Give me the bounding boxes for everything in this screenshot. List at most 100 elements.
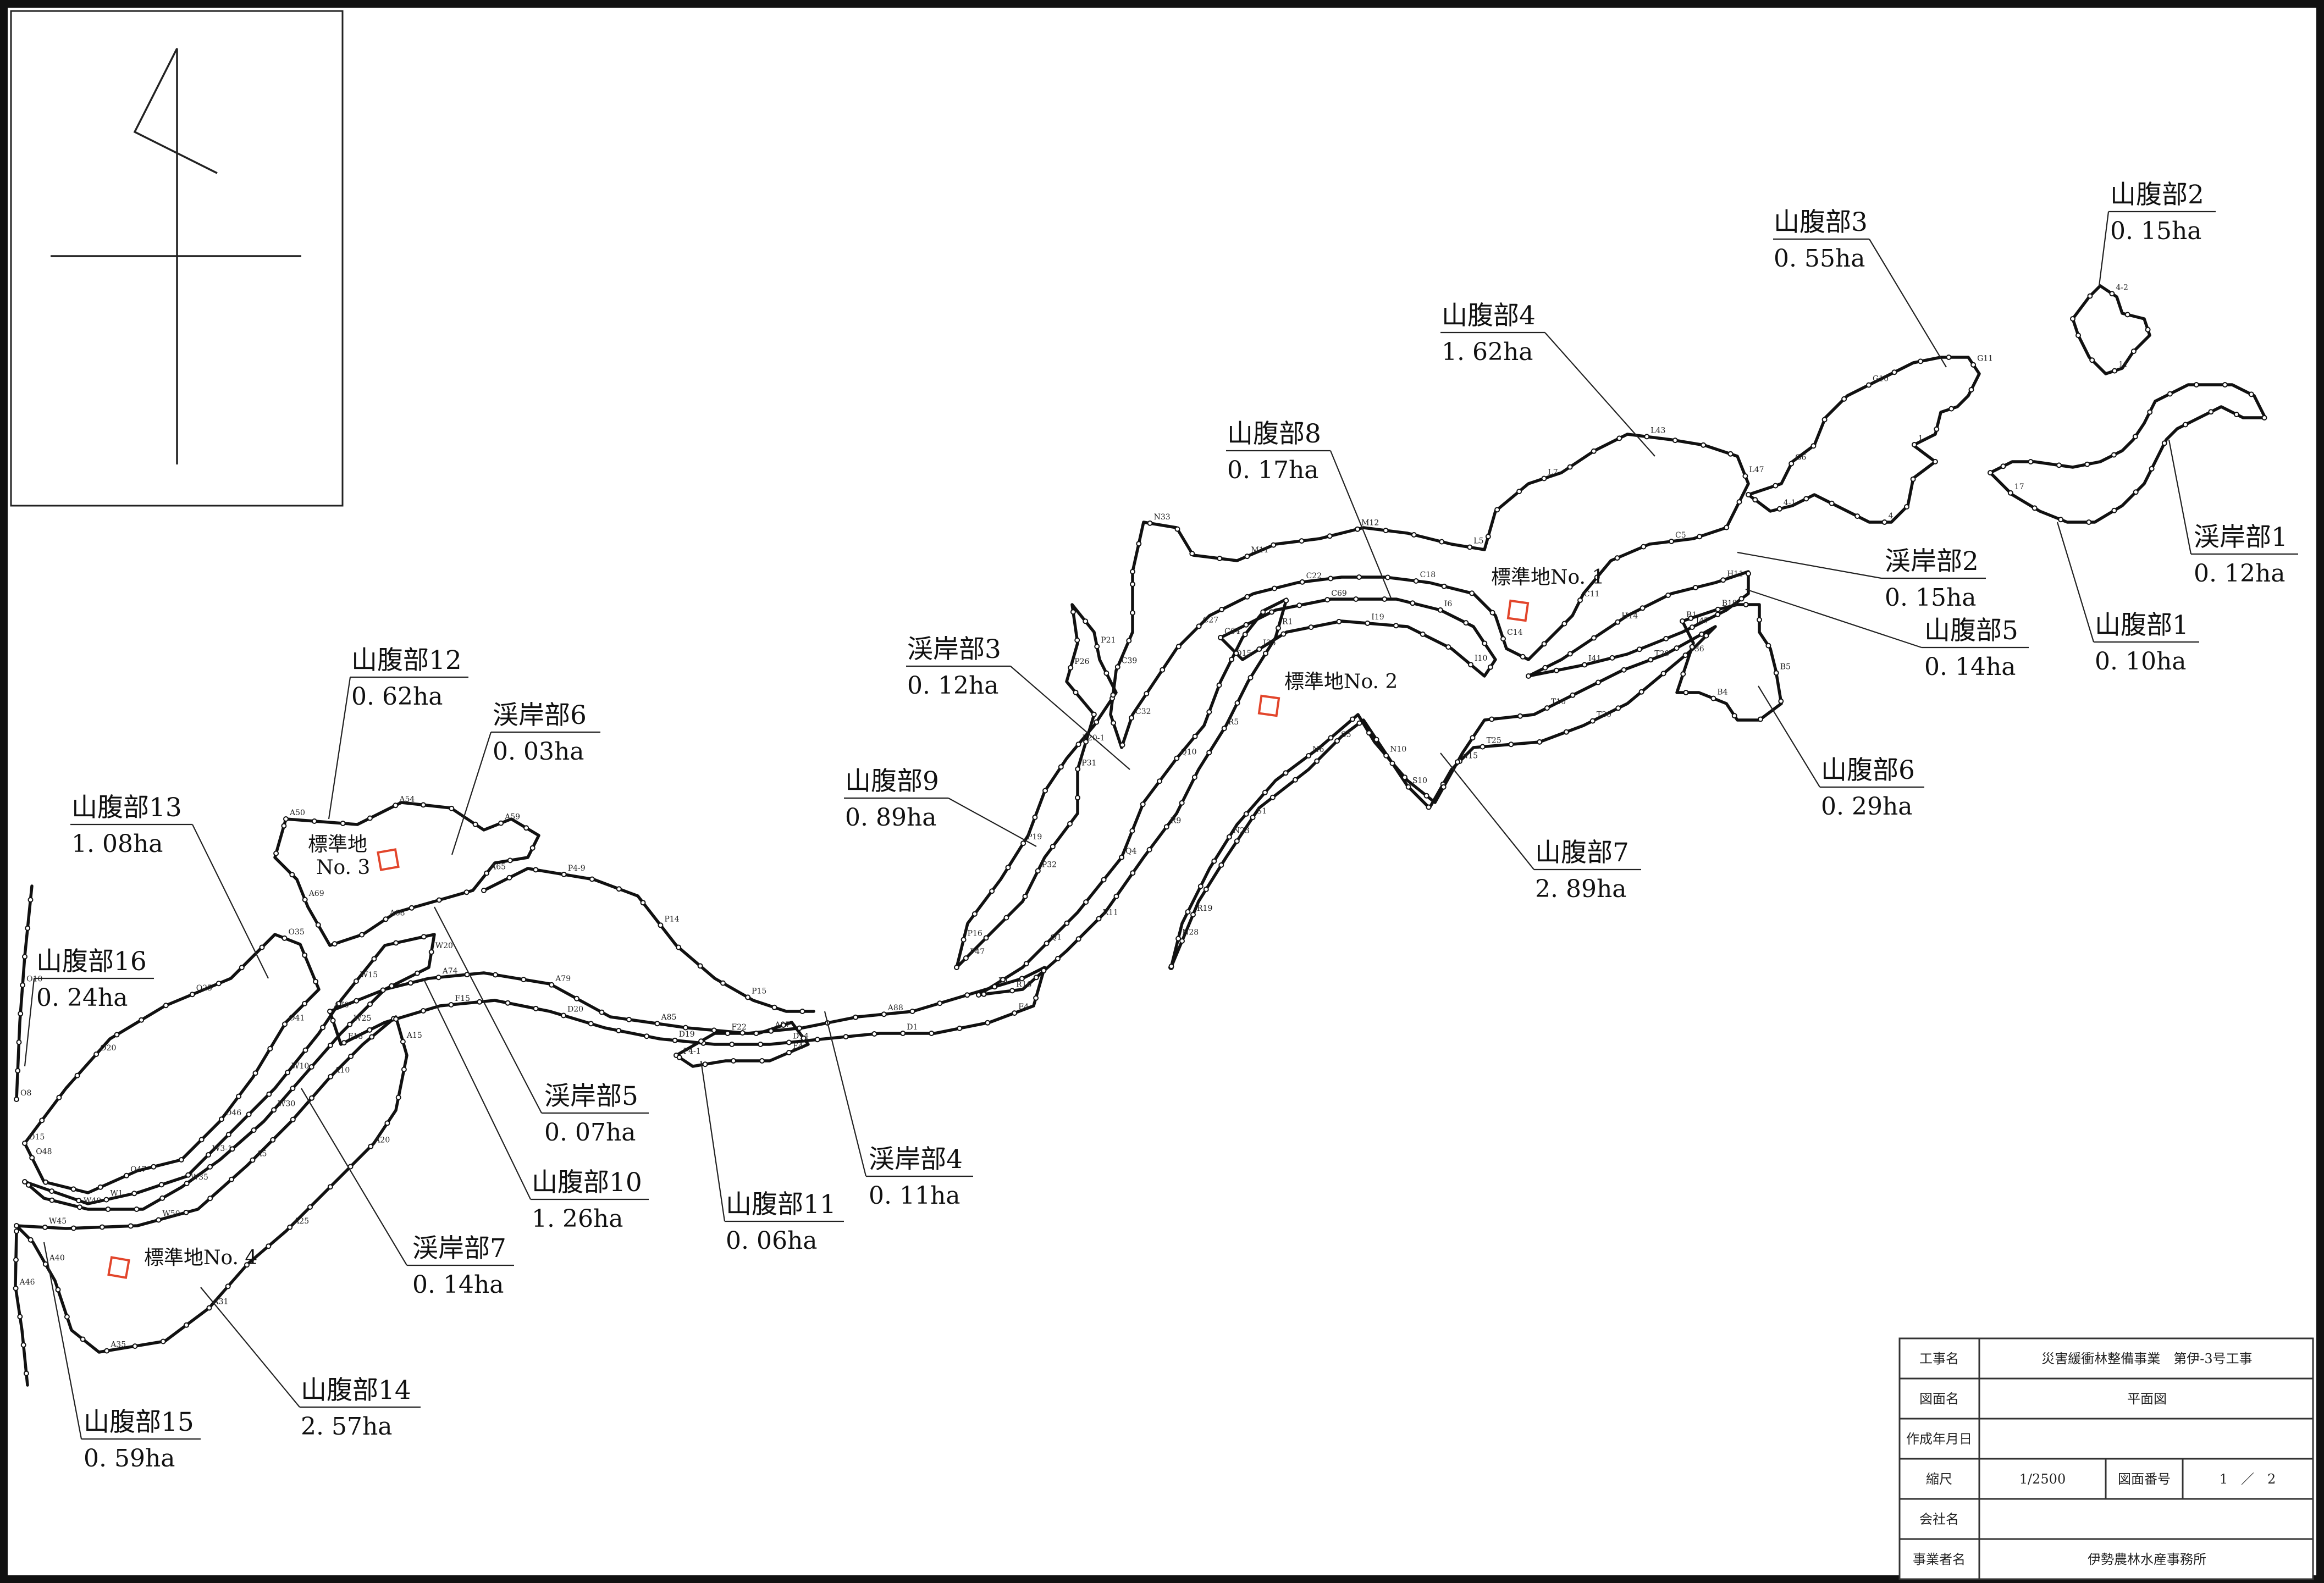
survey-point — [992, 984, 997, 990]
survey-point — [971, 911, 978, 917]
survey-point — [435, 975, 441, 981]
survey-point — [1129, 828, 1135, 834]
tb-label-scale: 縮尺 — [1926, 1471, 1952, 1487]
survey-point — [1746, 571, 1751, 577]
survey-point — [189, 992, 195, 998]
survey-point — [697, 963, 703, 969]
survey-point — [1023, 961, 1029, 967]
survey-point — [225, 1132, 231, 1138]
survey-point — [909, 1009, 915, 1014]
survey-point-id: R5 — [1228, 718, 1239, 727]
survey-point-id: A88 — [887, 1004, 903, 1012]
survey-point — [13, 1257, 19, 1263]
label-sanpukubu-4: 山腹部4 1. 62ha — [1440, 301, 1655, 457]
survey-point — [302, 952, 308, 958]
survey-point — [1508, 741, 1514, 748]
survey-point-id: T10 — [1551, 698, 1566, 706]
survey-point — [780, 1022, 786, 1028]
survey-point-id: C18 — [1420, 571, 1436, 579]
parcel-sanpukubu-3 — [1747, 356, 1981, 524]
survey-point-id: A15 — [406, 1031, 422, 1040]
survey-point — [1168, 964, 1174, 970]
survey-point — [759, 1058, 765, 1064]
survey-point — [380, 987, 386, 993]
survey-point-id: A40 — [49, 1254, 65, 1263]
survey-point-id: O20 — [100, 1044, 116, 1053]
survey-point — [1068, 665, 1074, 671]
survey-point — [561, 871, 567, 877]
label-sanpukubu-7: 山腹部7 2. 89ha — [1440, 752, 1641, 903]
survey-point — [1660, 671, 1666, 677]
survey-point — [871, 1031, 877, 1037]
survey-point — [521, 977, 527, 983]
survey-point — [1283, 597, 1289, 604]
survey-point-id: W30 — [278, 1099, 295, 1108]
survey-point — [1073, 689, 1079, 695]
survey-point — [1175, 644, 1182, 650]
survey-point — [74, 1072, 80, 1078]
survey-point — [22, 954, 27, 960]
survey-point — [139, 1017, 145, 1023]
survey-point-id: A46 — [19, 1278, 35, 1287]
survey-point-id: L47 — [1749, 466, 1764, 474]
label-name: 渓岸部1 — [2194, 522, 2288, 552]
survey-point — [1091, 711, 1097, 717]
label-name: 山腹部16 — [36, 947, 147, 977]
survey-point-id: O25 — [196, 984, 212, 993]
survey-point — [184, 1181, 190, 1187]
survey-point — [1946, 355, 1952, 360]
survey-point — [281, 935, 288, 941]
label-name: 渓岸部4 — [869, 1144, 963, 1175]
survey-point — [2130, 348, 2137, 355]
survey-point — [1324, 597, 1331, 603]
survey-point — [2124, 312, 2130, 318]
survey-point — [2161, 440, 2167, 446]
plot-marker-4: 標準地No. 4 — [107, 1247, 257, 1279]
survey-point — [983, 935, 989, 941]
survey-point — [1110, 692, 1116, 698]
survey-point — [472, 821, 478, 827]
survey-point — [2058, 517, 2064, 523]
survey-point — [2149, 466, 2155, 472]
survey-point — [287, 1224, 293, 1230]
survey-point — [1356, 720, 1362, 726]
survey-point — [1480, 744, 1486, 750]
survey-point — [1567, 464, 1573, 470]
survey-point-id: P14 — [664, 915, 679, 923]
survey-point — [1470, 735, 1476, 741]
label-keiganbu-3: 渓岸部3 0. 12ha — [906, 634, 1130, 770]
survey-point — [1218, 862, 1224, 868]
survey-point — [1242, 632, 1248, 638]
survey-point — [1103, 670, 1109, 676]
plot-label-2: 標準地No. 2 — [1284, 671, 1398, 693]
survey-point — [43, 1179, 49, 1185]
survey-point-id: N15 — [1461, 751, 1478, 760]
survey-point — [1292, 777, 1298, 783]
survey-point — [1616, 435, 1622, 441]
survey-point — [1041, 967, 1047, 973]
survey-point — [1439, 539, 1445, 545]
survey-point — [216, 981, 222, 987]
survey-point-id: L7 — [1548, 468, 1558, 477]
label-area: 0. 89ha — [845, 804, 937, 832]
survey-point — [420, 1008, 426, 1014]
survey-point — [2111, 507, 2117, 513]
survey-point — [640, 900, 646, 906]
parcel-sanpukubu-15 — [14, 1230, 29, 1387]
survey-point-id: C14 — [1507, 628, 1523, 637]
survey-point-id: C39 — [1122, 656, 1138, 665]
survey-point — [250, 1157, 256, 1163]
survey-point-id: O8 — [20, 1089, 31, 1098]
label-name: 山腹部3 — [1774, 207, 1868, 237]
survey-point-id: T20 — [1654, 649, 1669, 658]
survey-point — [2089, 357, 2095, 363]
survey-point — [2070, 316, 2075, 322]
survey-point-id: W3-1 — [212, 1144, 233, 1153]
survey-point — [1263, 650, 1268, 656]
survey-point — [549, 982, 555, 988]
survey-point-id: 17 — [2014, 483, 2024, 491]
survey-point — [1455, 759, 1460, 765]
survey-point — [239, 965, 245, 971]
survey-point — [198, 1137, 205, 1143]
label-sanpukubu-9: 山腹部9 0. 89ha — [844, 766, 1037, 847]
